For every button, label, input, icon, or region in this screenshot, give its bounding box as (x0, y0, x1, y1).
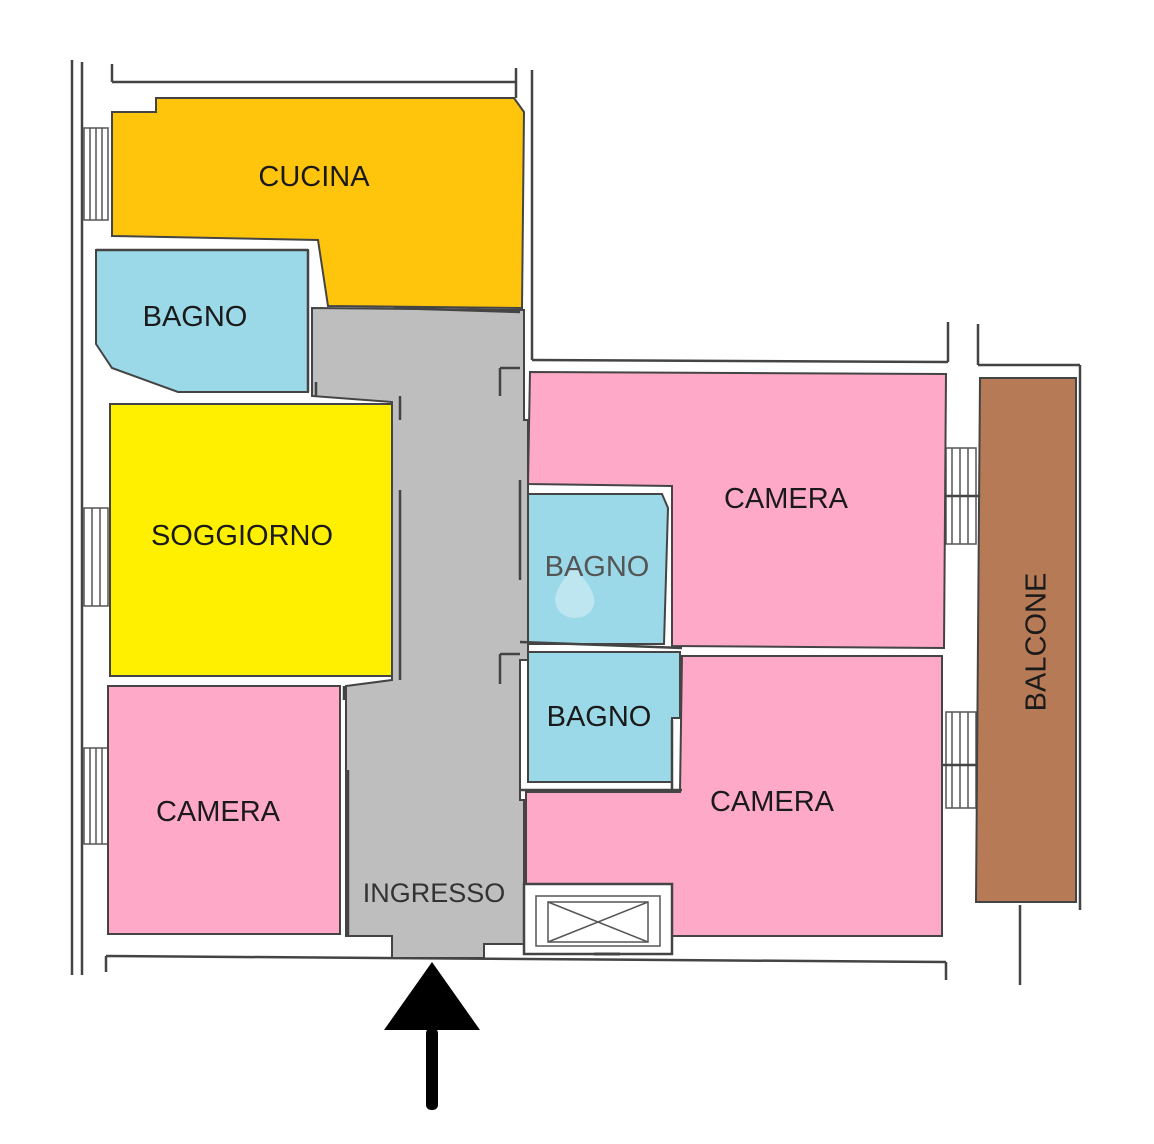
label-bagno-3: BAGNO (547, 701, 652, 733)
label-bagno-2: BAGNO (545, 551, 650, 583)
walls (70, 60, 1082, 985)
label-balcone: BALCONE (1021, 573, 1053, 712)
label-camera-1: CAMERA (156, 796, 281, 828)
label-cucina: CUCINA (258, 161, 370, 193)
watermark-drop-icon (555, 566, 595, 618)
label-bagno-1: BAGNO (143, 301, 248, 333)
balcone-area (974, 377, 1077, 903)
bagno-area-3 (527, 651, 681, 783)
stairwell-icon (522, 882, 674, 956)
ingresso-area (311, 306, 529, 959)
camera-area-1 (107, 685, 341, 935)
label-camera-3: CAMERA (710, 786, 835, 818)
inner-walls (96, 248, 683, 936)
label-camera-2: CAMERA (724, 483, 849, 515)
label-soggiorno: SOGGIORNO (151, 520, 333, 552)
soggiorno-area (109, 403, 393, 677)
entrance-arrow-icon (384, 962, 480, 1110)
label-ingresso: INGRESSO (363, 878, 506, 908)
camera-area-2 (526, 370, 948, 650)
cucina-area (111, 97, 526, 310)
bagno-area-2 (527, 493, 670, 645)
